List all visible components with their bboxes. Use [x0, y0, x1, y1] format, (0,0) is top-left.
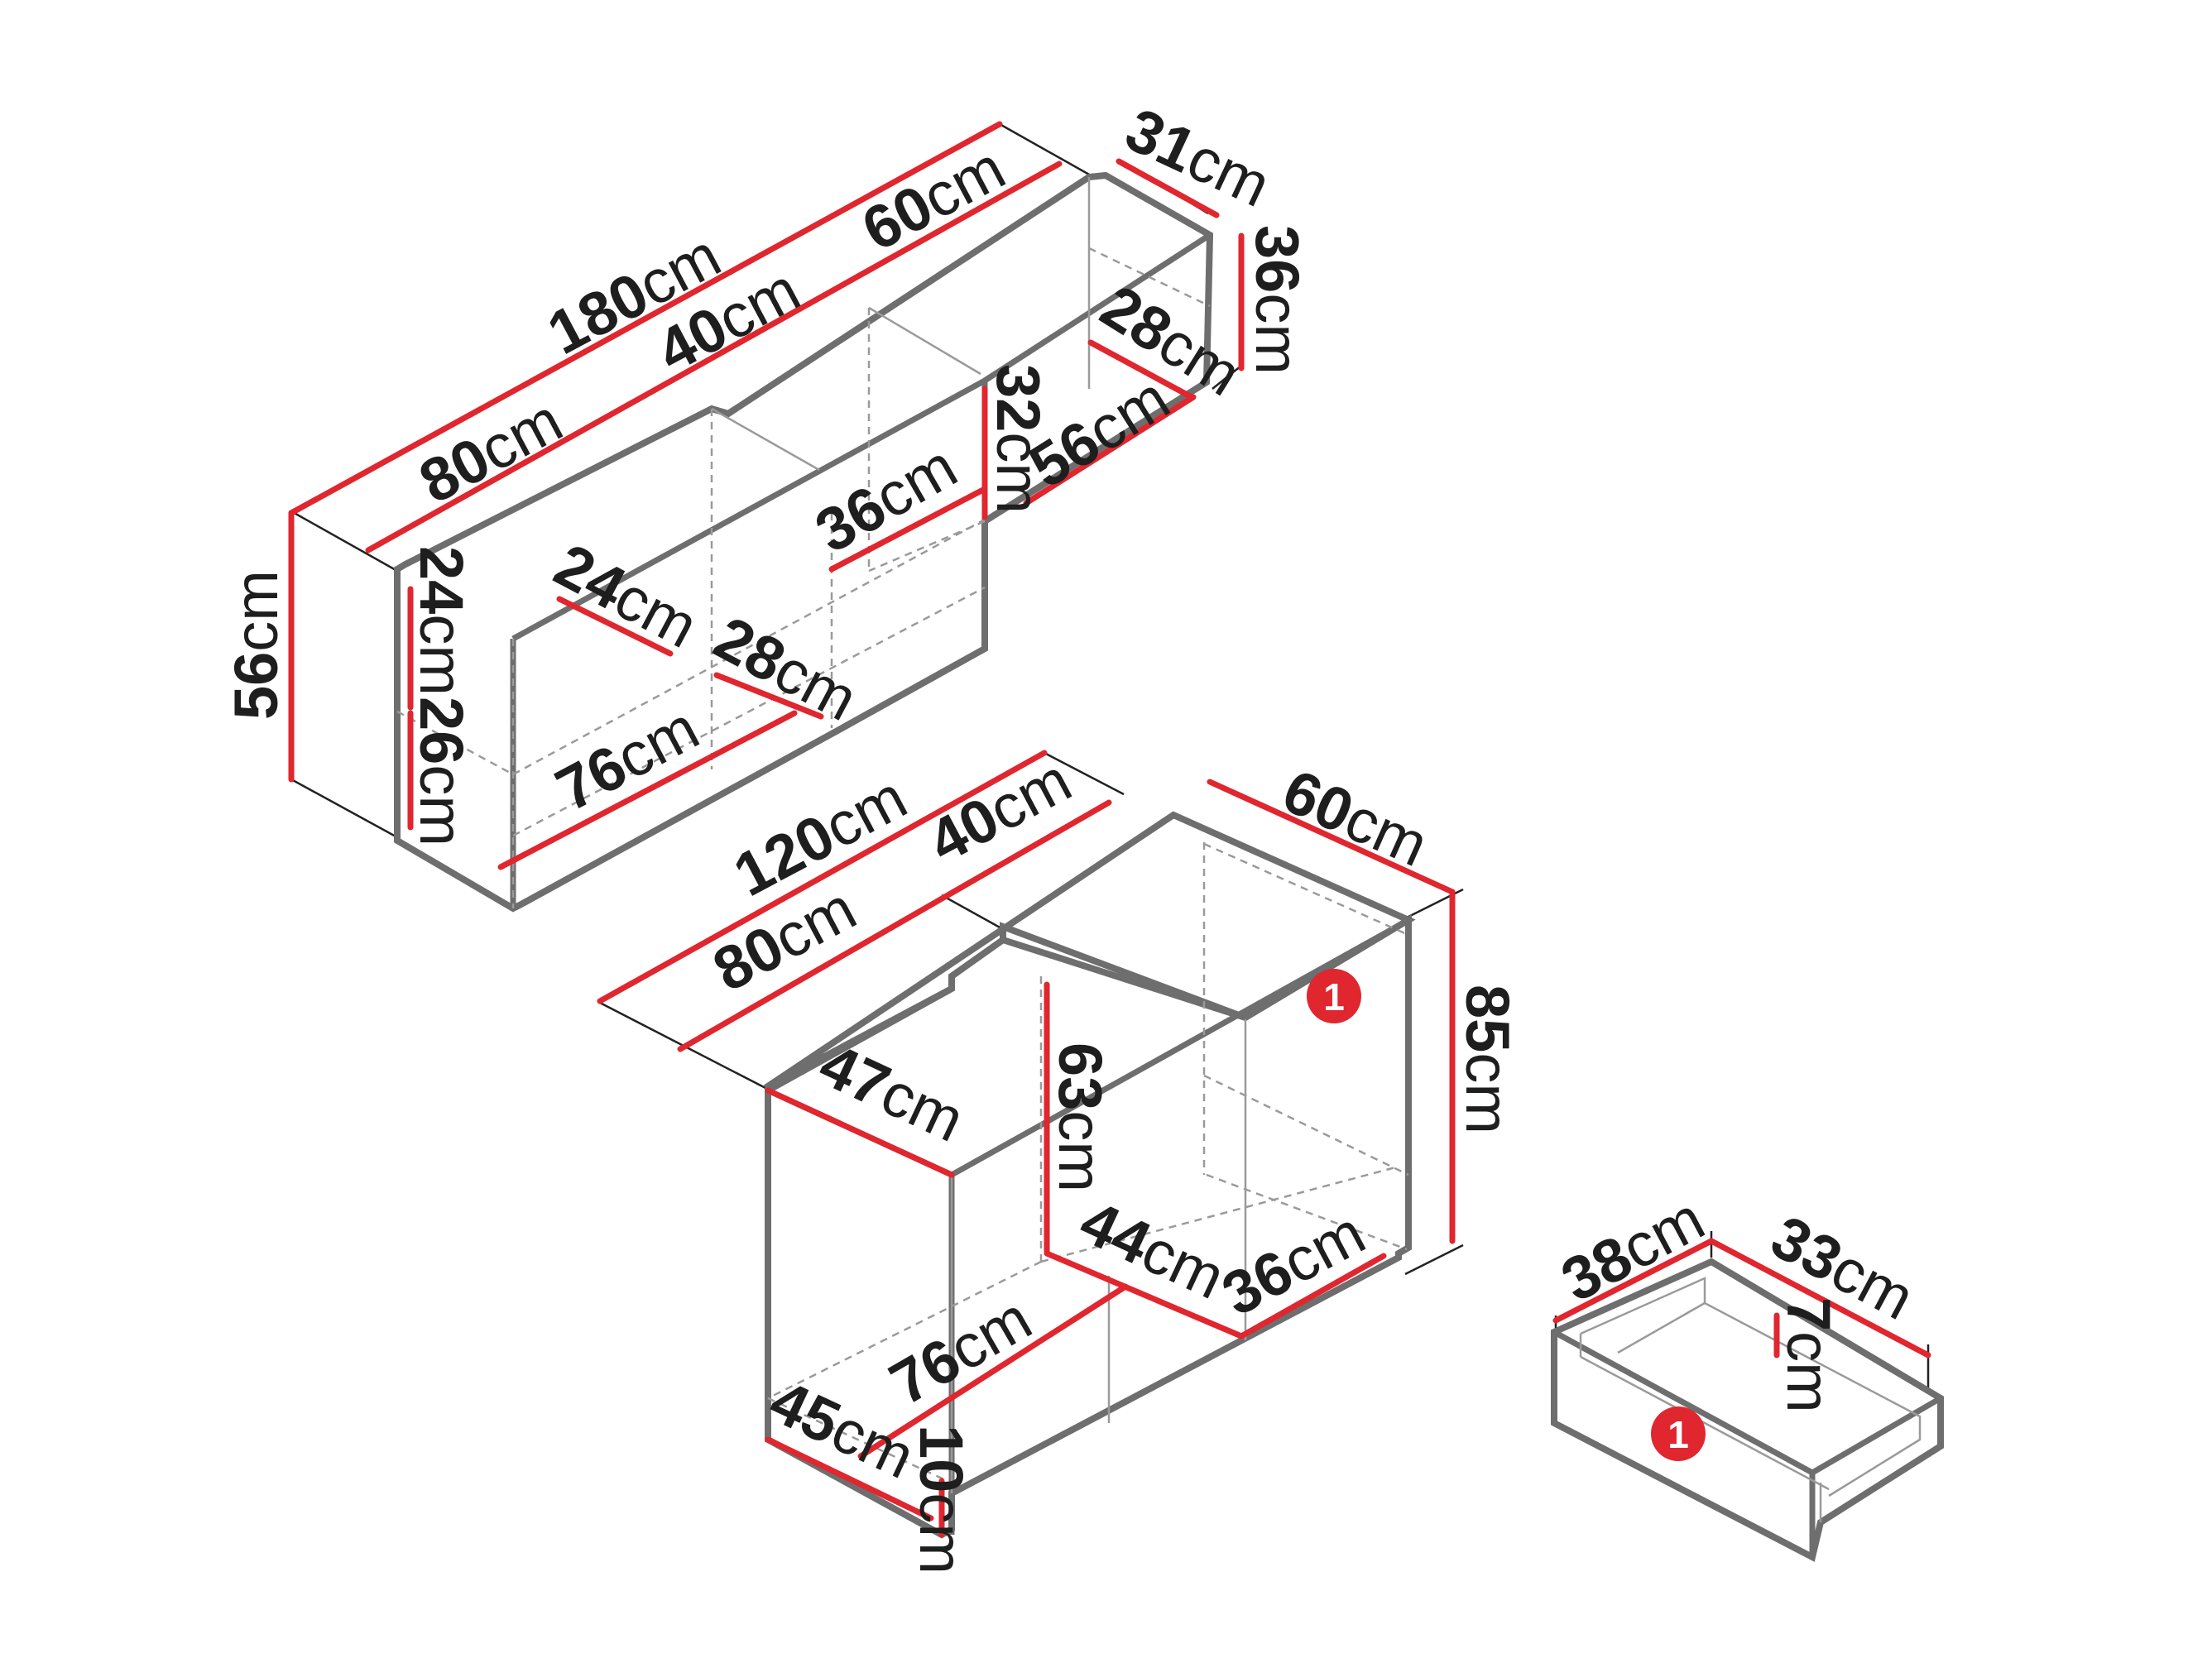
dim-upper-80-line: [365, 161, 1063, 553]
dim-upper-36-mid: [828, 486, 986, 573]
label-upper-26-left: 26cm: [407, 697, 476, 846]
dim-upper-56-right: [1023, 394, 1197, 506]
lower-cabinet: 120cm 40cm 80cm 60cm 85cm 47cm 63cm 44cm…: [597, 745, 1522, 1574]
lower-dimension-lines: [597, 750, 1456, 1538]
label-lower-85: 85cm: [1453, 985, 1522, 1134]
dim-drawer-38: [1552, 1238, 1715, 1324]
dim-lower-120: [597, 750, 1048, 1004]
label-lower-63: 63cm: [1046, 1042, 1115, 1192]
drawer-body: [1551, 1258, 1944, 1562]
drawer-dimension-lines: [1552, 1238, 1931, 1359]
dim-lower-36: [1238, 1253, 1387, 1339]
label-lower-60: 60cm: [1273, 756, 1437, 879]
dim-lower-47: [765, 1087, 955, 1178]
dim-upper-24-shelf: [556, 596, 674, 657]
svg-text:1: 1: [1667, 1413, 1689, 1456]
dim-upper-180: [288, 121, 1003, 516]
lower-drawer-marker: 1: [1307, 969, 1361, 1023]
label-lower-40: 40cm: [918, 745, 1082, 876]
label-lower-10: 10cm: [907, 1425, 976, 1574]
label-upper-24-left: 24cm: [407, 546, 476, 696]
lower-cabinet-hidden-lines: [767, 842, 1409, 1483]
dim-upper-76: [497, 710, 798, 870]
dim-lower-76: [857, 1283, 1129, 1459]
upper-cabinet-body: [394, 171, 1214, 913]
dim-lower-60: [1207, 779, 1456, 895]
label-upper-32: 32cm: [984, 364, 1053, 514]
label-upper-56: 56cm: [222, 570, 290, 720]
svg-text:1: 1: [1323, 975, 1345, 1018]
label-upper-36-right: 36cm: [1243, 225, 1312, 375]
dim-upper-28-shelf: [713, 672, 824, 720]
drawer-edges: [1552, 1277, 1942, 1557]
dim-lower-80-line: [677, 799, 1112, 1052]
dim-upper-31: [1116, 158, 1220, 218]
dim-upper-28-right: [1087, 339, 1195, 400]
upper-dimension-lines: [288, 121, 1245, 870]
dim-lower-44: [1044, 1250, 1245, 1339]
dim-lower-45: [765, 1436, 934, 1521]
upper-cabinet: 180cm 60cm 40cm 80cm 31cm 36cm 28cm 32cm…: [222, 94, 1312, 913]
dim-drawer-33: [1708, 1238, 1931, 1359]
drawer: 38cm 33cm 7cm 1: [1551, 1184, 1944, 1562]
upper-cabinet-hidden-lines: [396, 247, 1211, 908]
drawer-marker: 1: [1651, 1406, 1706, 1461]
label-drawer-7: 7cm: [1774, 1297, 1843, 1413]
